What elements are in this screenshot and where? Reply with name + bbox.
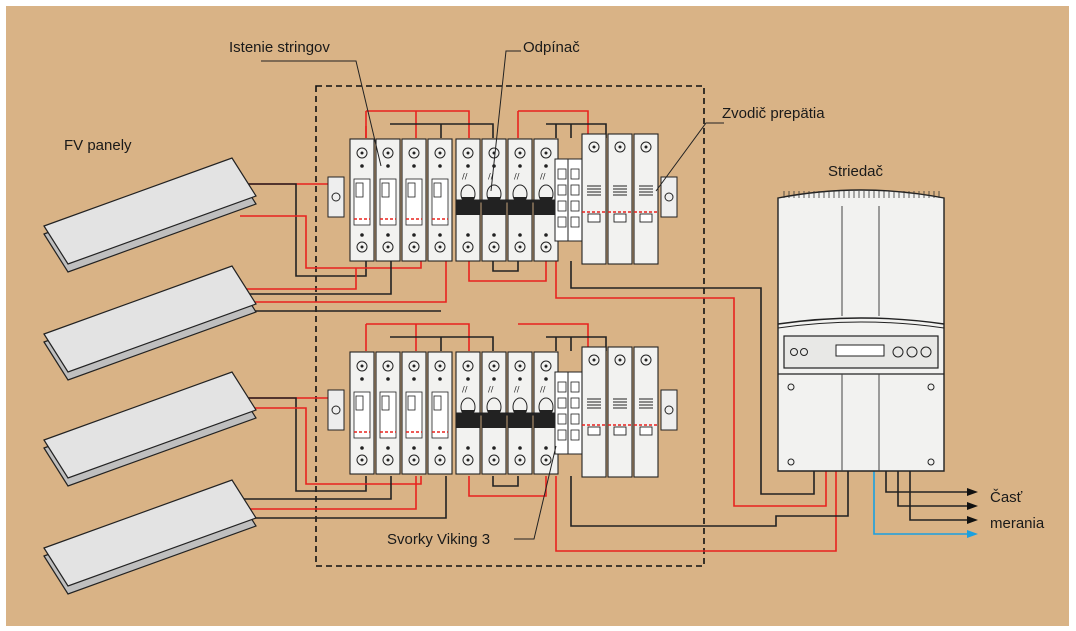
pv-panel [43,371,257,487]
breaker-row-bottom: // // // // [327,346,678,478]
viking-terminal [554,158,570,242]
viking-terminal [567,158,583,242]
breaker-module [427,351,453,475]
surge-arrester-module [581,346,607,478]
surge-arrester-module [607,133,633,265]
breaker-module [427,138,453,262]
breaker-module [349,138,375,262]
svg-text://: // [540,385,546,394]
svg-text://: // [488,385,494,394]
inverter-display-panel [783,335,939,369]
inverter-lcd [835,344,885,357]
protection-devices: // // // // // // // // [327,133,678,478]
svg-text://: // [462,385,468,394]
pv-wiring-diagram: //////////////// FV pane [43,39,1045,595]
breaker-module [401,138,427,262]
distribution-cabinet [315,85,705,567]
viking-terminal [567,371,583,455]
svg-text://: // [488,172,494,181]
pv-panel [43,157,257,273]
breaker-module [375,138,401,262]
label-string-breakers: Istenie stringov [229,39,330,56]
viking-terminal [554,371,570,455]
surge-arrester-module [607,346,633,478]
surge-arrester-module [581,133,607,265]
breaker-row-top: // // // // [327,133,678,265]
breaker-module [349,351,375,475]
label-terminals: Svorky Viking 3 [387,531,490,548]
leader-lines [261,50,724,540]
label-inverter: Striedač [828,163,884,180]
svg-text://: // [462,172,468,181]
label-disconnector: Odpínač [523,39,580,56]
label-fv-panels: FV panely [64,137,132,154]
label-metering-line1: Časť [990,489,1023,506]
pv-panels [43,157,257,595]
diagram-background: //////////////// FV pane [6,6,1069,626]
svg-text://: // [514,385,520,394]
pv-panel [43,479,257,595]
breaker-module [375,351,401,475]
label-metering-line2: merania [990,515,1045,532]
pv-panel [43,265,257,381]
label-surge-arrester: Zvodič prepätia [722,105,825,122]
svg-text://: // [514,172,520,181]
surge-arrester-module [633,346,659,478]
surge-arrester-module [633,133,659,265]
svg-text://: // [540,172,546,181]
breaker-module [401,351,427,475]
inverter [777,189,945,472]
wiring [224,110,968,552]
metering-output-arrows [967,488,978,538]
